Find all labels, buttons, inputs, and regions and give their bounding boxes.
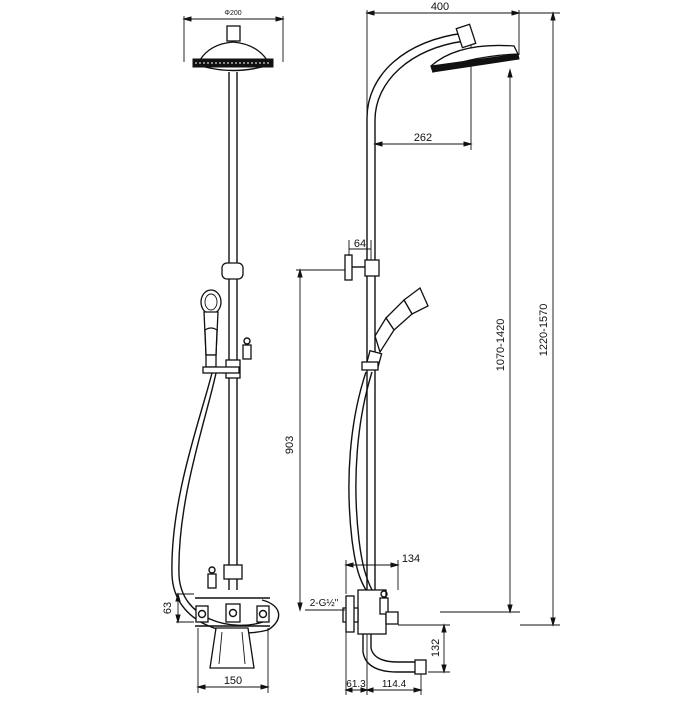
front-width-label: 150 — [224, 675, 242, 687]
wall-bracket: 64 903 — [284, 238, 380, 612]
body-depth-dimension: 134 — [344, 553, 420, 594]
head-diameter-dimension: Φ200 — [182, 10, 285, 62]
adjust-range-label: 1070-1420 — [495, 319, 507, 372]
side-mixer-body — [342, 589, 427, 675]
overall-height-dimension: 1220-1570 — [367, 11, 560, 627]
front-shower-head — [192, 25, 274, 72]
side-riser-arm — [366, 32, 466, 590]
thread-callout: 2-G½" — [305, 598, 345, 611]
overall-height-label: 1220-1570 — [538, 304, 550, 357]
spout-reach-label: 114.4 — [382, 679, 407, 690]
front-view: Φ200 — [162, 10, 285, 693]
bracket-offset-label: 64 — [354, 238, 366, 250]
overall-width-label: 400 — [431, 1, 449, 13]
valve-height-dimension: 63 — [162, 592, 194, 624]
bracket-height-label: 903 — [284, 436, 296, 454]
side-view: 400 1220-1570 1070-1420 262 — [284, 1, 560, 695]
body-depth-label: 134 — [402, 553, 420, 565]
adjust-range-dimension: 1070-1420 — [440, 68, 520, 614]
thread-label: 2-G½" — [310, 598, 339, 609]
side-shower-head — [430, 23, 520, 73]
side-hand-shower — [361, 286, 429, 371]
spout-height-dimension: 132 — [398, 623, 450, 674]
head-diameter-label: Φ200 — [224, 10, 241, 17]
front-width-dimension: 150 — [196, 628, 270, 693]
bottom-dimensions: 61.3 114.4 — [344, 632, 423, 695]
side-hose — [348, 371, 373, 591]
front-mixer-body — [195, 566, 270, 669]
front-hand-shower — [200, 289, 252, 374]
front-hose — [171, 372, 280, 634]
arm-reach-label: 262 — [414, 132, 432, 144]
valve-height-label: 63 — [162, 602, 174, 614]
spout-height-label: 132 — [430, 639, 442, 657]
overall-width-dimension: 400 — [365, 1, 521, 150]
front-riser-pipe — [221, 72, 244, 590]
inlet-offset-label: 61.3 — [346, 679, 366, 690]
